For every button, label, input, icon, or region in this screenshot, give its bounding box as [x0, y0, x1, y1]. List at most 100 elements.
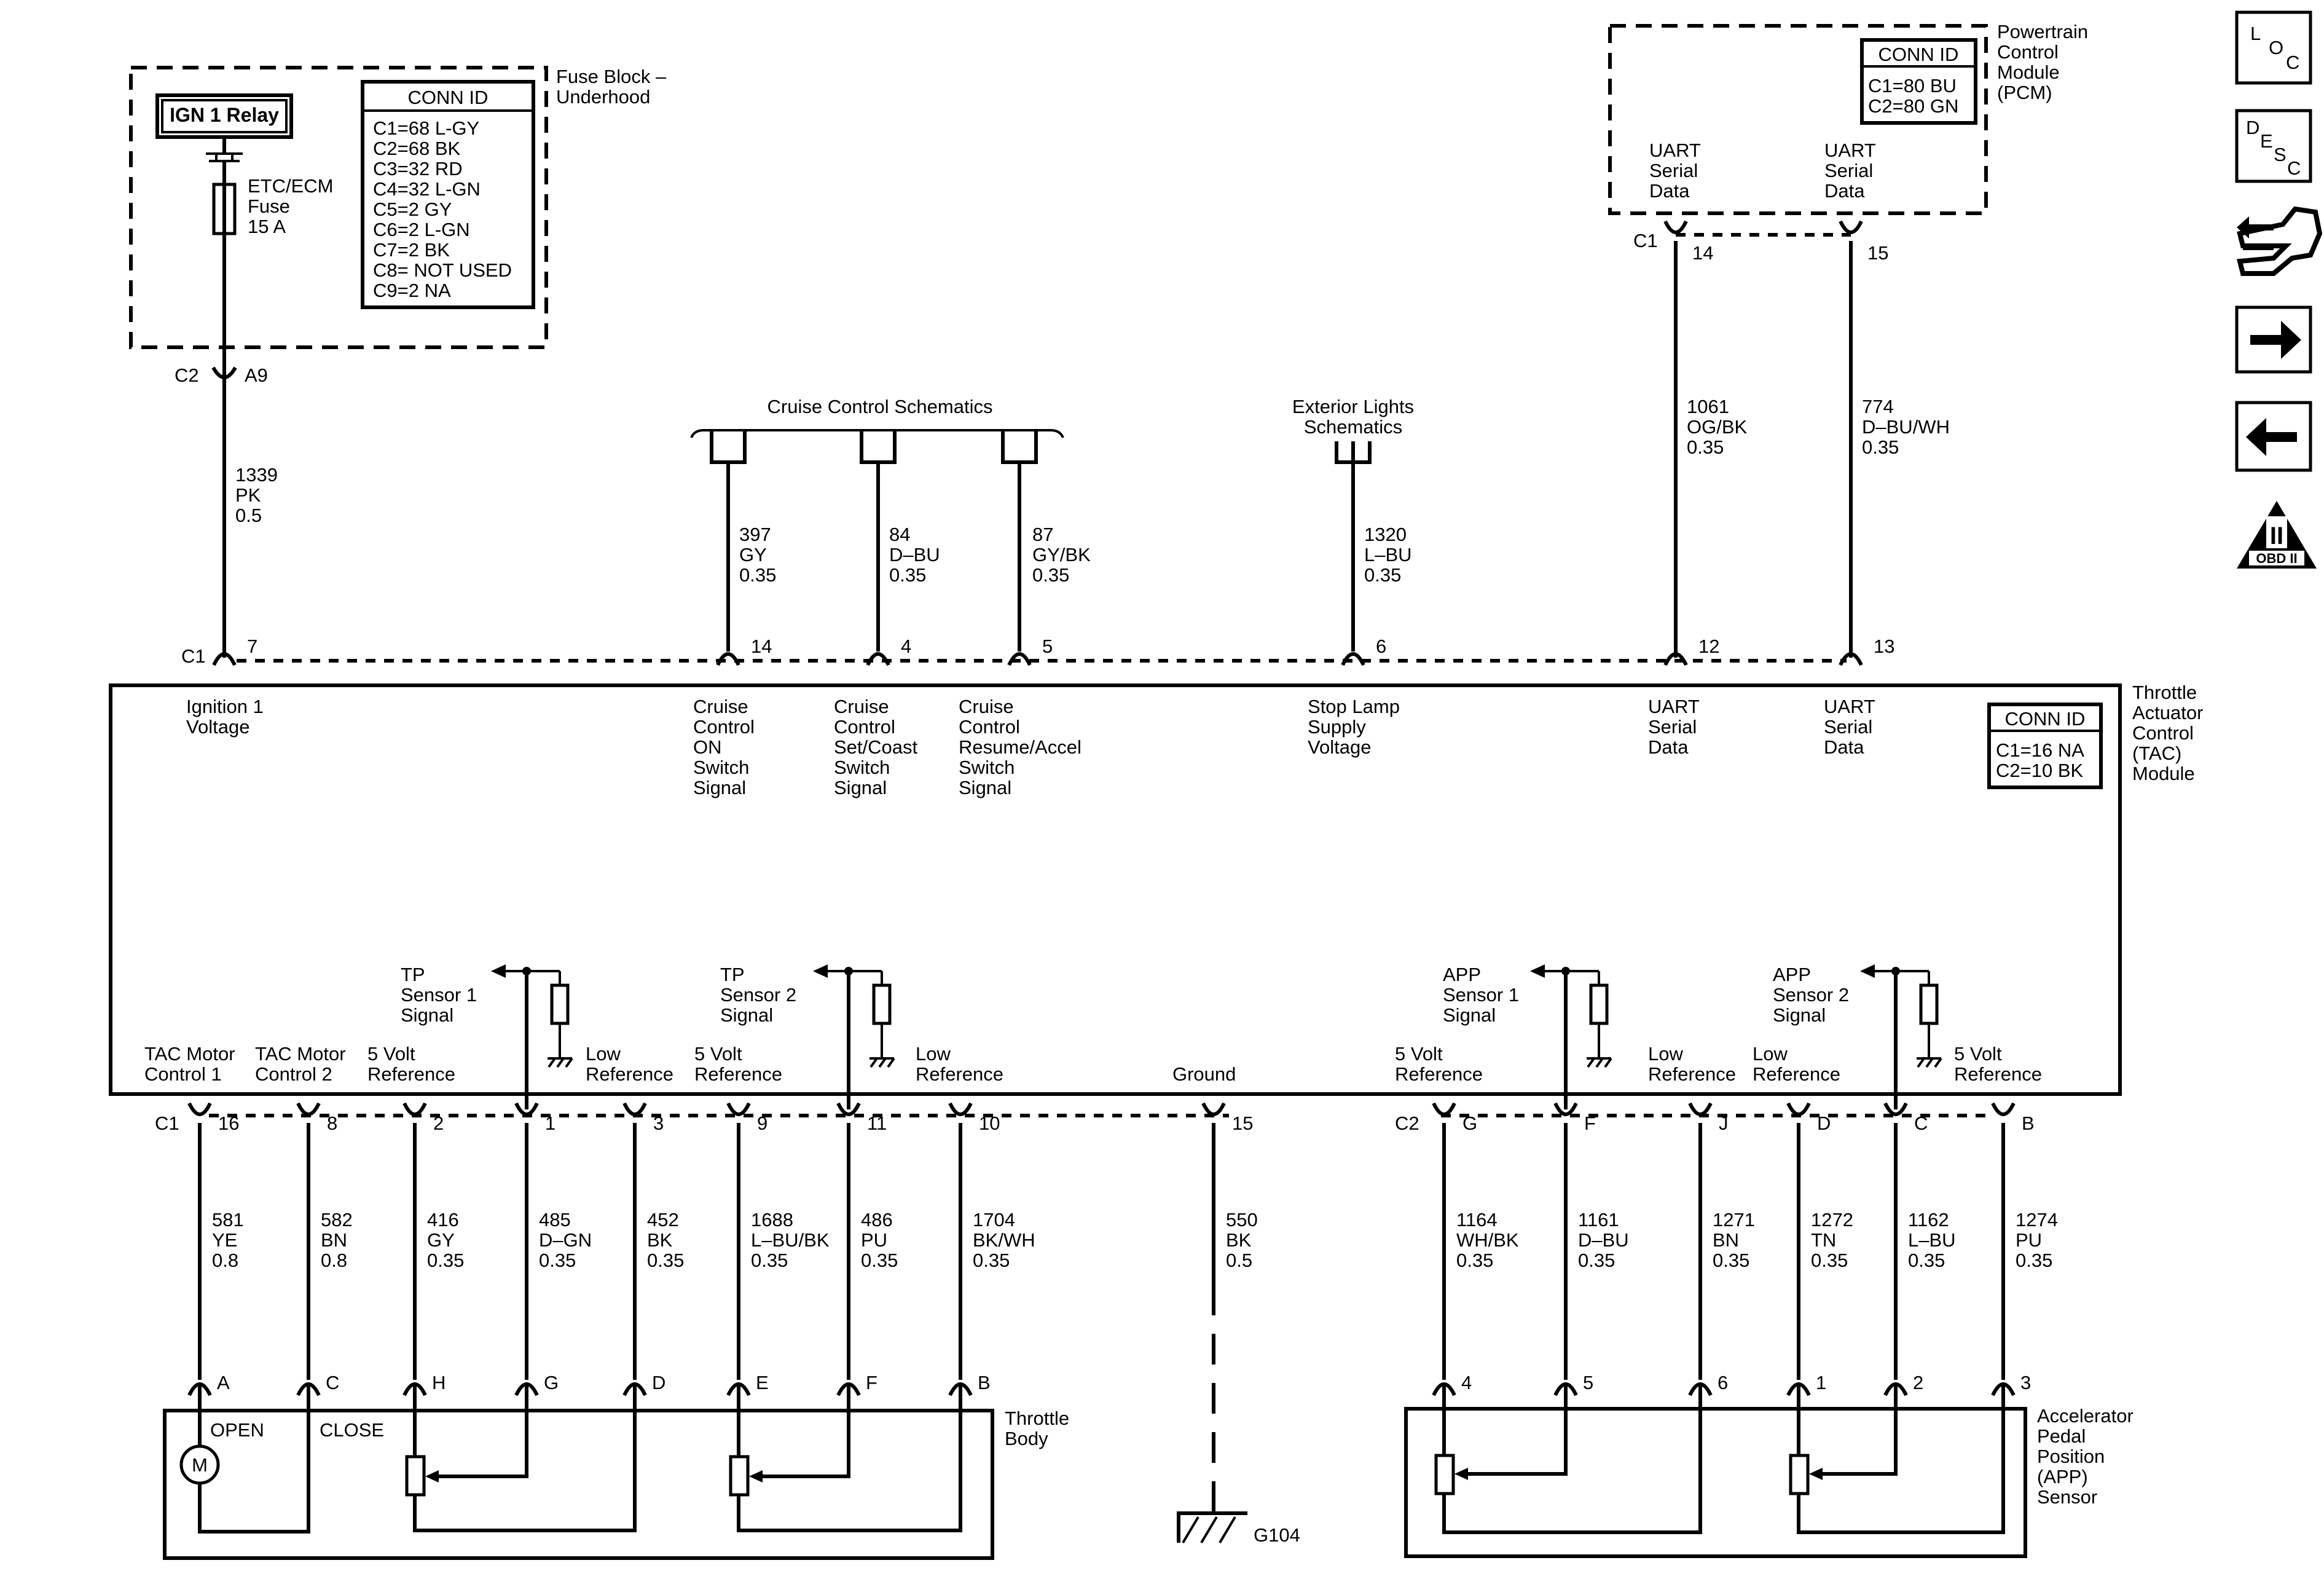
motor-close-label: CLOSE [320, 1419, 384, 1441]
tac-bottom-pin-terminal [296, 1102, 321, 1116]
lower-wire-color: WH/BK [1456, 1229, 1519, 1251]
upper-wire-color: OG/BK [1687, 416, 1748, 438]
lower-wire-circuit: 1162 [1908, 1209, 1949, 1231]
lower-wire-circuit: 1161 [1578, 1209, 1619, 1231]
throttle-body-pin-label: H [432, 1372, 446, 1393]
upper-wire-circuit: 1339 [235, 464, 278, 486]
fuse-conn-id-line-1: C1=68 L-GY [373, 117, 479, 139]
ground-symbol-hatch [1604, 1057, 1612, 1068]
lower-wire-color: D–BU [1578, 1229, 1629, 1251]
lower-wire-circuit: 416 [427, 1209, 459, 1231]
lower-wire-circuit: 1688 [751, 1209, 793, 1231]
lower-wire-circuit: 550 [1226, 1209, 1258, 1231]
next-page-arrow-icon[interactable] [2235, 305, 2312, 374]
upper-wire-color: GY [739, 544, 767, 565]
loc-icon-letter-o: O [2269, 37, 2283, 58]
app-sensor-pin-terminal [1883, 1382, 1908, 1396]
tac-bottom-pin-8-label-line-2: Control 2 [255, 1063, 332, 1085]
upper-wire-labels: 1339PK0.5397GY0.3584D–BU0.3587GY/BK0.351… [235, 396, 1950, 586]
previous-page-arrow-icon[interactable] [2235, 401, 2312, 472]
ground-g104: G104 [1177, 1137, 1300, 1546]
ground-symbol-hatch [887, 1057, 895, 1068]
tac-top-pin-terminal [716, 652, 740, 666]
throttle-body-pin-label: G [544, 1372, 559, 1393]
app-sensor-pin-label: 5 [1583, 1372, 1593, 1393]
exterior-lights-label-line1: Exterior Lights [1292, 396, 1414, 417]
lower-wire-color: YE [212, 1229, 237, 1251]
pcm-title-line-2: Control [1997, 41, 2059, 63]
ground-symbol-hatch [565, 1057, 573, 1068]
lower-wire-gauge: 0.35 [539, 1250, 576, 1271]
lower-wire-circuit: 1274 [2016, 1209, 2058, 1231]
exterior-lights-reference: Exterior Lights Schematics [1292, 396, 1414, 464]
app-title-line-5: Sensor [2037, 1486, 2097, 1508]
sensor-signal-1-label-line-1: TP [401, 964, 425, 985]
tac-bottom-pin-9-label-line-2: Reference [694, 1063, 782, 1085]
tac-bottom-pin-G-label-line-1: 5 Volt [1395, 1043, 1443, 1065]
tac-top-pin-6-label-line-2: Supply [1308, 716, 1366, 738]
lower-wire-gauge: 0.35 [973, 1250, 1010, 1271]
tac-bottom-pin-9-label-line-1: 5 Volt [694, 1043, 742, 1065]
tac-top-pin-5-label-line-3: Resume/Accel [959, 736, 1082, 758]
fuse-conn-id-line-7: C7=2 BK [373, 239, 450, 261]
fuse-rating: 15 A [248, 216, 286, 237]
tac-bottom-pin-terminal [1553, 1102, 1578, 1116]
sensor-signal-node [522, 967, 531, 975]
throttle-body-pin-label: B [978, 1372, 991, 1393]
lower-wire-gauge: 0.35 [1456, 1250, 1493, 1271]
tac-bottom-pin-terminal [948, 1102, 973, 1116]
sensor-signal-arrow [813, 964, 828, 978]
throttle-body-pin-label: A [217, 1372, 230, 1393]
tac-bottom-pin-number: G [1462, 1112, 1477, 1134]
pcm-pin-2-label-line-1: UART [1824, 140, 1876, 161]
desc-icon-letter-d: D [2246, 117, 2259, 138]
loc-icon[interactable]: L O C [2235, 10, 2312, 85]
tac-bottom-connector-c2-label: C2 [1395, 1112, 1419, 1134]
lower-wire-gauge: 0.35 [1578, 1250, 1615, 1271]
connector-end-view-icon[interactable] [2236, 206, 2323, 276]
ground-symbol-hatch [878, 1057, 887, 1068]
tac-top-pin-12-label-line-2: Serial [1648, 716, 1697, 738]
upper-wire-circuit: 87 [1032, 524, 1053, 545]
upper-wire-gauge: 0.35 [889, 564, 926, 586]
sensor-signal-1-label-line-2: Sensor 1 [401, 984, 477, 1006]
tac-bottom-pin-number: 11 [867, 1112, 887, 1134]
sensor-signal-4-label-line-1: APP [1773, 964, 1811, 985]
tac-bottom-pin-J-label-line-2: Reference [1648, 1063, 1736, 1085]
tac-top-pin-number: 14 [751, 636, 772, 657]
tac-bottom-pin-number: 15 [1232, 1112, 1253, 1134]
tac-top-pin-14-label-line-3: ON [693, 736, 722, 758]
sensor-signal-node [1891, 967, 1900, 975]
tac-bottom-connector-c1-label: C1 [155, 1112, 179, 1134]
obd-ii-icon[interactable]: II OBD II [2237, 501, 2317, 569]
tac-top-pin-7-label-line-2: Voltage [186, 716, 249, 738]
sensor-signal-node [844, 967, 853, 975]
lower-wire-color: BN [1713, 1229, 1739, 1251]
ground-symbol-hatch [1934, 1057, 1942, 1068]
throttle-body-pin-label: D [652, 1372, 665, 1393]
tac-top-pin-14-label-line-5: Signal [693, 777, 746, 798]
pcm-pin-1-label-line-1: UART [1649, 140, 1701, 161]
tac-bottom-pin-terminal [402, 1102, 427, 1116]
sensor-signal-4-label-line-3: Signal [1773, 1004, 1826, 1026]
tac-top-pin-4-label-line-4: Switch [834, 757, 890, 778]
lower-wire-circuit: 1704 [973, 1209, 1015, 1231]
pcm-pin-terminal [1663, 220, 1688, 234]
lower-wire-gauge: 0.35 [1908, 1250, 1945, 1271]
app-sensor-pin-label: 3 [2020, 1372, 2031, 1393]
tac-bottom-pin-terminal [836, 1102, 861, 1116]
fuse-conn-id-line-5: C5=2 GY [373, 199, 452, 220]
fuse-conn-id-line-2: C2=68 BK [373, 138, 461, 159]
pcm-pin-terminal [1839, 220, 1863, 234]
desc-icon[interactable]: D E S C [2235, 109, 2312, 183]
sensor-signal-arrow [1860, 964, 1875, 978]
pulldown-resistor [872, 983, 892, 1025]
tac-conn-id-line-1: C1=16 NA [1996, 739, 2084, 761]
upper-wire-gauge: 0.35 [1862, 436, 1899, 458]
lower-wire-color: BN [321, 1229, 347, 1251]
exterior-lights-label-line2: Schematics [1304, 416, 1402, 438]
